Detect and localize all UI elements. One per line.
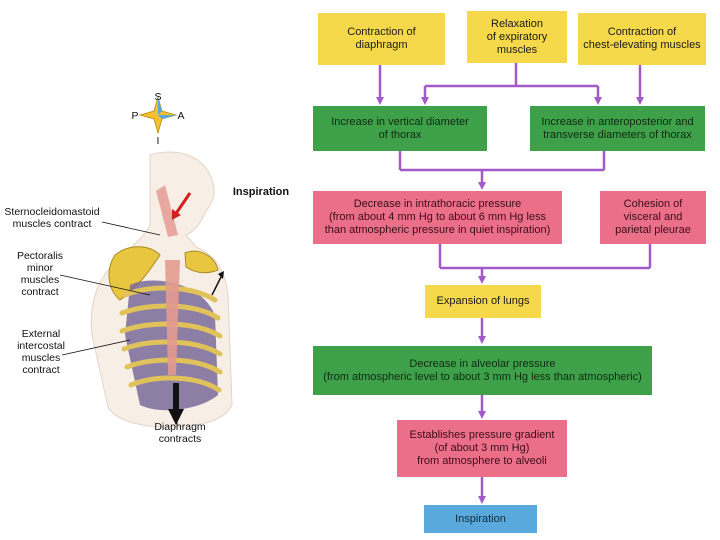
box-increase-anteroposterior: Increase in anteroposterior and transver… xyxy=(530,106,705,151)
box-expansion-lungs: Expansion of lungs xyxy=(425,285,541,318)
torso-silhouette xyxy=(90,151,233,428)
compass-star-icon xyxy=(138,95,178,135)
box-contraction-diaphragm: Contraction of diaphragm xyxy=(318,13,445,65)
box-decrease-alveolar: Decrease in alveolar pressure (from atmo… xyxy=(313,346,652,395)
compass-label-i: I xyxy=(156,135,160,147)
label-external-intercostal: External intercostal muscles contract xyxy=(17,328,65,376)
label-pectoralis-minor: Pectoralis minor muscles contract xyxy=(16,250,64,298)
box-inspiration: Inspiration xyxy=(424,505,537,533)
box-decrease-intrathoracic: Decrease in intrathoracic pressure (from… xyxy=(313,191,562,244)
anatomy-illustration xyxy=(59,95,233,428)
compass-label-s: S xyxy=(154,91,162,103)
compass-label-p: P xyxy=(131,110,139,122)
box-pressure-gradient: Establishes pressure gradient (of about … xyxy=(397,420,567,477)
box-contraction-chest: Contraction of chest-elevating muscles xyxy=(578,13,706,65)
label-diaphragm-contracts: Diaphragm contracts xyxy=(154,421,206,445)
compass-label-a: A xyxy=(177,110,185,122)
box-cohesion-pleurae: Cohesion of visceral and parietal pleura… xyxy=(600,191,706,244)
label-sternocleidomastoid: Sternocleidomastoid muscles contract xyxy=(4,206,100,230)
illustration-title: Inspiration xyxy=(232,186,290,198)
box-increase-vertical: Increase in vertical diameter of thorax xyxy=(313,106,487,151)
box-relaxation-expiratory: Relaxation of expiratory muscles xyxy=(467,11,567,63)
